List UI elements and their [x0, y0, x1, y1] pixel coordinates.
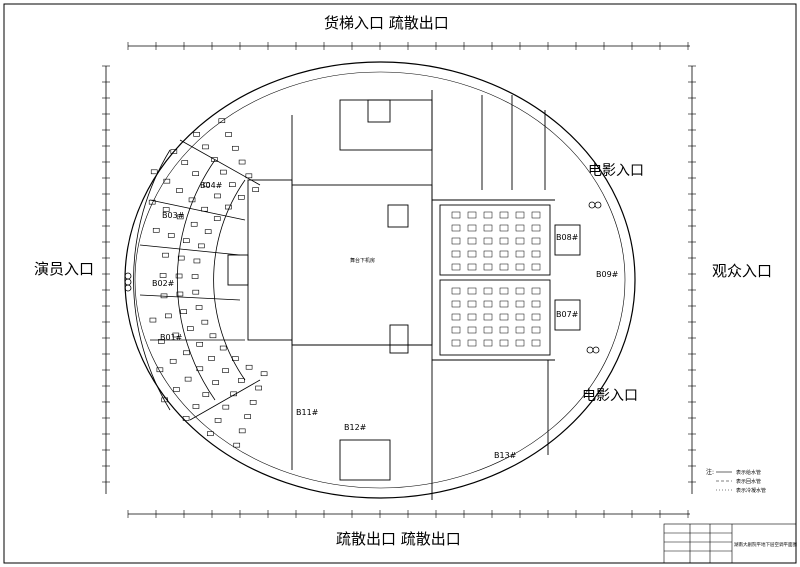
room-b09: B09#: [596, 270, 619, 279]
fan-rooms: [133, 139, 261, 421]
sheet-border: [3, 3, 797, 564]
legend-item-2: 表示回水管: [736, 478, 761, 485]
entrance-markers: [124, 201, 602, 354]
top-entrance-label: 货梯入口 疏散出口: [324, 14, 449, 32]
room-b13: B13#: [494, 451, 517, 460]
building-outline: [124, 61, 636, 499]
room-b08: B08#: [556, 233, 579, 242]
legend-item-3: 表示冷凝水管: [736, 487, 766, 494]
room-b02: B02#: [152, 279, 175, 288]
room-b12: B12#: [344, 423, 367, 432]
right-entrance-label: 观众入口: [712, 262, 772, 280]
room-b04: B04#: [200, 181, 223, 190]
room-b07: B07#: [556, 310, 579, 319]
dimension-lines: [105, 45, 693, 515]
legend-item-1: 表示给水管: [736, 469, 761, 476]
room-b03: B03#: [162, 211, 185, 220]
cinema-units: [451, 211, 541, 347]
bottom-exit-label: 疏散出口 疏散出口: [336, 530, 461, 548]
room-b11: B11#: [296, 408, 319, 417]
legend-title: 注:: [706, 468, 714, 476]
fan-coil-units: [148, 118, 268, 448]
cinema-entrance-top-label: 电影入口: [588, 163, 644, 179]
room-stage-basement: 舞台下机房: [350, 257, 375, 264]
left-entrance-label: 演员入口: [34, 260, 94, 278]
central-structure: [227, 90, 581, 500]
cinema-entrance-bottom-label: 电影入口: [582, 388, 638, 404]
room-b01: B01#: [160, 333, 183, 342]
title-block: [663, 523, 797, 564]
title-block-project: 湖南大剧院平地下层空调平面图: [734, 541, 797, 548]
grid-ticks: [102, 42, 696, 518]
legend: 注: 表示给水管 表示回水管 表示冷凝水管: [706, 468, 766, 494]
